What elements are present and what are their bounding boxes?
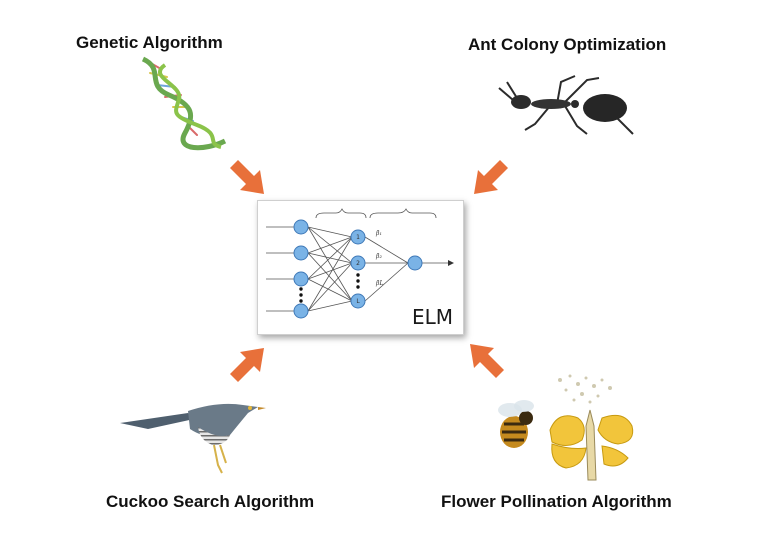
elm-network-panel: 1 2 L β₁ β₂ βL ELM: [257, 200, 464, 335]
elm-title: ELM: [411, 305, 453, 329]
hidden-node-label: L: [356, 298, 360, 305]
arrow-cuckoo-to-elm: [230, 348, 264, 382]
bee-flower-icon: [498, 374, 634, 481]
arrow-genetic-to-elm: [230, 160, 264, 194]
arrow-ant-to-elm: [474, 160, 508, 194]
weight-label: βL: [375, 280, 383, 287]
weight-label: β₂: [375, 253, 382, 260]
weight-label: β₁: [375, 230, 382, 237]
genetic-algorithm-label: Genetic Algorithm: [76, 33, 223, 52]
ant-icon: [498, 75, 634, 135]
hidden-node-label: 1: [356, 234, 360, 241]
cuckoo-bird-icon: [120, 403, 266, 474]
hidden-node-label: 2: [356, 260, 360, 267]
ant-colony-label: Ant Colony Optimization: [468, 35, 667, 54]
neural-network-diagram: 1 2 L β₁ β₂ βL: [266, 208, 454, 319]
cuckoo-search-label: Cuckoo Search Algorithm: [106, 492, 315, 511]
dna-helix-icon: [141, 56, 227, 151]
arrow-flower-to-elm: [470, 344, 504, 378]
flower-pollination-label: Flower Pollination Algorithm: [441, 492, 672, 511]
